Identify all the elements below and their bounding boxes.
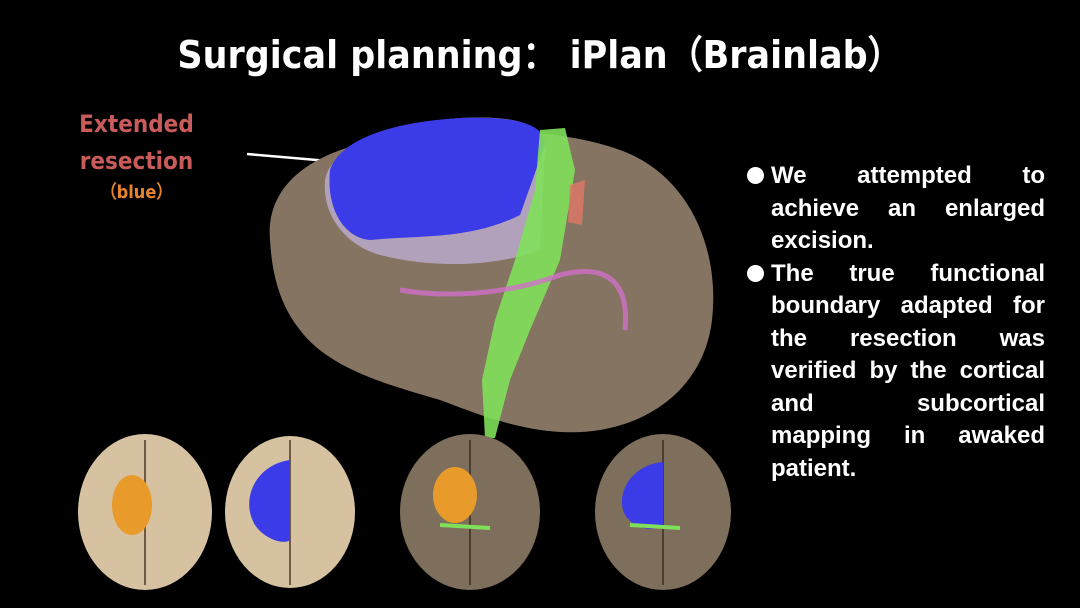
bullet-list: We attempted to achieve an enlarged exci… bbox=[745, 160, 1045, 485]
bullet-item: We attempted to achieve an enlarged exci… bbox=[745, 160, 1045, 258]
thumbnail-2 bbox=[225, 436, 355, 588]
bullet-item: The true functional boundary adapted for… bbox=[745, 258, 1045, 486]
label-line-2: resection bbox=[79, 147, 194, 175]
label-sub: （blue） bbox=[100, 182, 173, 203]
thumbnail-1 bbox=[78, 434, 212, 590]
thumbnail-3 bbox=[400, 434, 540, 590]
extended-resection-label: Extended resection （blue） bbox=[71, 106, 202, 206]
bullet-text: The true functional boundary adapted for… bbox=[771, 259, 1045, 482]
label-line-1: Extended bbox=[79, 110, 194, 138]
bullet-text: We attempted to achieve an enlarged exci… bbox=[771, 162, 1045, 254]
thumbnail-4 bbox=[595, 434, 731, 590]
bullet-dot-icon bbox=[747, 167, 764, 184]
bullet-dot-icon bbox=[747, 264, 764, 282]
slide-title: Surgical planning： iPlan（Brainlab） bbox=[177, 33, 903, 77]
